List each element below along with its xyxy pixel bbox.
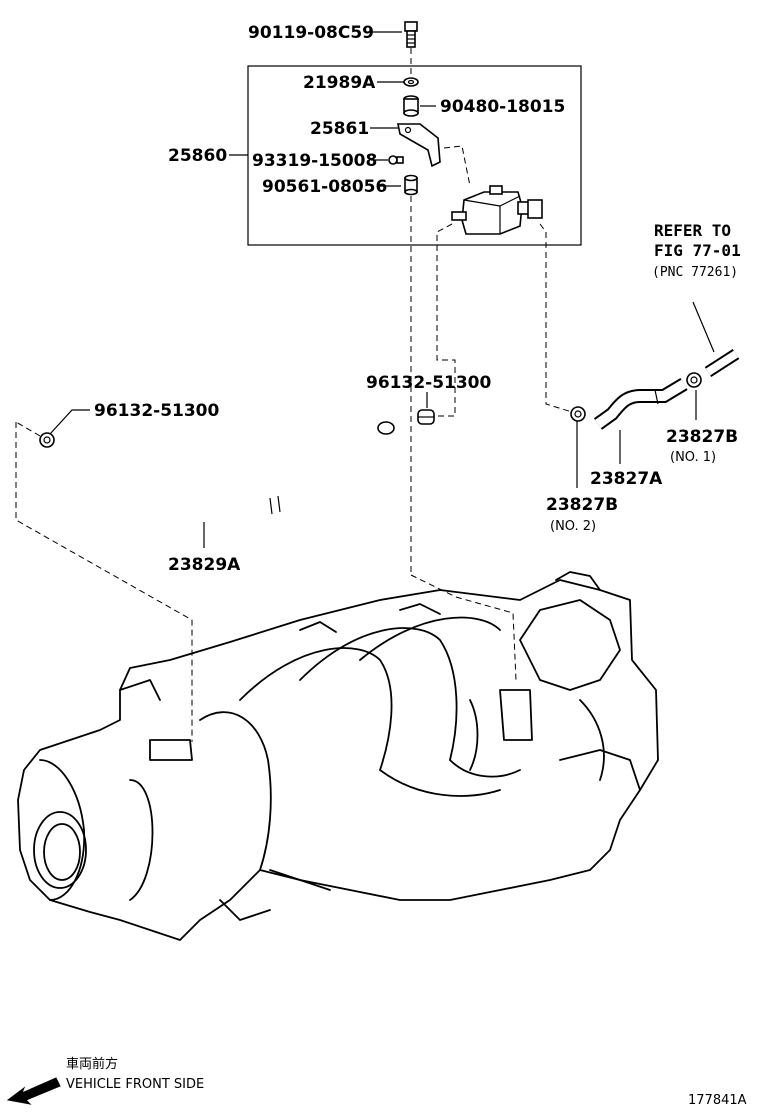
cushion-icon (403, 95, 419, 117)
long-hose (49, 421, 395, 518)
front-arrow-icon (6, 1077, 61, 1105)
clamp-b1-icon (686, 372, 702, 388)
label-clamp-left: 96132-51300 (94, 401, 220, 421)
intake-manifold (17, 571, 659, 941)
ref-pipe-icon (704, 348, 740, 378)
collar-icon (404, 174, 418, 196)
right-hose (593, 377, 688, 430)
label-clamp-mid: 96132-51300 (366, 373, 492, 393)
label-collar: 90561-08056 (262, 177, 387, 197)
label-hose-b1-note: (NO. 1) (670, 450, 716, 465)
reference-line-1: REFER TO (654, 221, 731, 240)
label-hose-b2: 23827B (546, 495, 618, 515)
clamp-b2-icon (570, 406, 586, 422)
reference-line-3: (PNC 77261) (652, 265, 738, 280)
label-hose-long: 23829A (168, 555, 241, 575)
figure-id: 177841A (688, 1093, 747, 1108)
dashed-guides (15, 48, 573, 742)
reference-line-2: FIG 77-01 (654, 241, 741, 260)
small-hose-icon (388, 155, 404, 165)
clamp-left-icon (39, 432, 55, 448)
direction-label-en: VEHICLE FRONT SIDE (66, 1077, 204, 1092)
label-bracket: 25861 (310, 119, 369, 139)
bracket-icon (397, 123, 441, 168)
label-assembly: 25860 (168, 146, 227, 166)
clamp-mid-icon (417, 409, 435, 425)
label-hose-right: 23827A (590, 469, 663, 489)
label-cushion: 90480-18015 (440, 97, 565, 117)
gasket-icon (403, 77, 419, 87)
direction-label-jp: 車両前方 (66, 1056, 118, 1072)
label-bolt: 90119-08C59 (248, 23, 374, 43)
label-hose-small: 93319-15008 (252, 151, 377, 171)
label-hose-b1: 23827B (666, 427, 738, 447)
bolt-icon (404, 21, 418, 48)
vacuum-valve-icon (451, 185, 543, 235)
label-hose-b2-note: (NO. 2) (550, 519, 596, 534)
leader-lines (49, 31, 715, 548)
label-gasket: 21989A (303, 73, 376, 93)
